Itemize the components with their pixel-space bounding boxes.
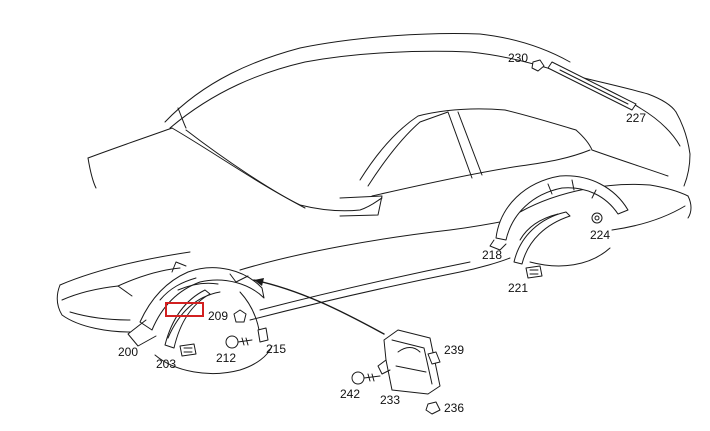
label-242[interactable]: 242 [340, 387, 360, 401]
highlight-box-203 [165, 302, 204, 317]
front-wheel-liner [127, 261, 273, 375]
car-body [56, 33, 692, 333]
underbody-panel [351, 329, 441, 415]
part-215-shape [257, 327, 269, 343]
label-203[interactable]: 203 [156, 357, 176, 371]
part-242-screw [351, 371, 365, 385]
label-224[interactable]: 224 [590, 228, 610, 242]
label-233[interactable]: 233 [380, 393, 400, 407]
rear-spoiler [547, 61, 637, 111]
part-218-strip [513, 211, 571, 265]
label-200[interactable]: 200 [118, 345, 138, 359]
part-209-shape [233, 309, 247, 323]
part-212-screw [225, 335, 253, 349]
part-239-shape [427, 351, 441, 365]
label-227[interactable]: 227 [626, 111, 646, 125]
part-230-shape [531, 59, 545, 72]
label-236[interactable]: 236 [444, 401, 464, 415]
label-239[interactable]: 239 [444, 343, 464, 357]
label-215[interactable]: 215 [266, 342, 286, 356]
label-221[interactable]: 221 [508, 281, 528, 295]
label-230[interactable]: 230 [508, 51, 528, 65]
label-209[interactable]: 209 [208, 309, 228, 323]
label-212[interactable]: 212 [216, 351, 236, 365]
label-218[interactable]: 218 [482, 248, 502, 262]
leader-arrow [253, 279, 385, 335]
part-labels: 200 203 209 212 215 218 221 224 227 230 … [118, 51, 646, 415]
arrow-head [254, 278, 264, 286]
part-224-shape [591, 212, 603, 224]
part-221-shape [525, 265, 543, 279]
rear-wheel-liner [489, 175, 629, 279]
part-236-shape [425, 401, 441, 415]
part-203-shape [164, 289, 211, 349]
